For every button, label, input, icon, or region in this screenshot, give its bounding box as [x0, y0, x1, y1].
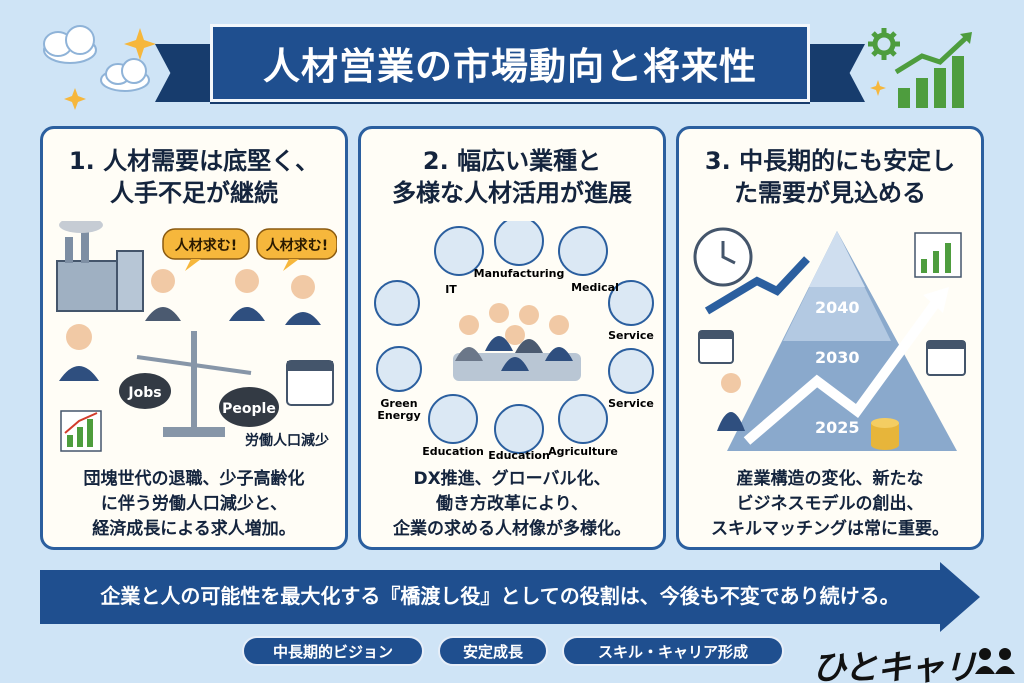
- industry-label: IT: [445, 283, 457, 296]
- speech-bubble-text: 人材求む!: [266, 237, 328, 254]
- agriculture-icon: [558, 394, 608, 444]
- cloud-icon: [100, 58, 150, 92]
- service-icon: [608, 280, 654, 326]
- year-label: 2030: [815, 348, 860, 367]
- card-description: 産業構造の変化、新たな ビジネスモデルの創出、 スキルマッチングは常に重要。: [711, 469, 949, 539]
- medical-icon: [558, 226, 608, 276]
- scale-label-people: People: [222, 401, 276, 417]
- tag-skill-career: スキル・キャリア形成: [562, 636, 784, 666]
- factory-icon: [56, 221, 144, 312]
- card-industry-diversity: 2. 幅広い業種と 多様な人材活用が進展 IT Manufacturing Me…: [358, 126, 666, 550]
- trend-arrow: [704, 256, 810, 315]
- calendar-icon: [286, 360, 334, 406]
- businessperson-icon: [229, 269, 265, 321]
- industry-label: Education: [422, 445, 484, 458]
- education-icon: [428, 394, 478, 444]
- businessperson-icon: [285, 275, 321, 325]
- bar-chart-icon: [914, 232, 962, 278]
- card-labor-demand: 1. 人材需要は底堅く、 人手不足が継続 人材求む! 人材求む!: [40, 126, 348, 550]
- businessperson-icon: [59, 324, 99, 381]
- industry-label: Service: [608, 329, 654, 342]
- wind-turbine-icon: [376, 346, 422, 392]
- tag-long-term-vision: 中長期的ビジョン: [242, 636, 424, 666]
- star-icon: [64, 88, 86, 110]
- year-label: 2025: [815, 418, 860, 437]
- labor-shortage-illustration: 人材求む! 人材求む! Jobs People: [56, 221, 337, 452]
- balance-scale-icon: Jobs People: [119, 331, 279, 437]
- caption-labor-decline: 労働人口減少: [245, 432, 329, 449]
- year-label: 2040: [815, 298, 860, 317]
- coin-stack-icon: [871, 418, 899, 450]
- card-long-term-demand: 3. 中長期的にも安定し た需要が見込める 2040 2030 2025 産業構…: [676, 126, 984, 550]
- title-banner: 人材営業の市場動向と将来性: [210, 24, 810, 102]
- message-arrow-banner: [40, 562, 980, 632]
- star-icon: [124, 28, 156, 60]
- gear-icon: [868, 28, 900, 60]
- calendar-icon: [698, 330, 734, 364]
- brand-logo: ひとキャリ: [812, 648, 977, 683]
- bar-chart-icon: [60, 410, 102, 452]
- industry-label: Medical: [571, 281, 619, 294]
- calendar-icon: [926, 340, 966, 376]
- star-icon: [870, 80, 886, 96]
- pyramid-illustration: 2040 2030 2025: [727, 231, 957, 451]
- growth-arrow: [743, 298, 942, 445]
- speech-bubble: 人材求む!: [256, 228, 337, 271]
- manufacturing-icon: [494, 221, 544, 266]
- growth-chart-icon: [894, 32, 972, 108]
- page-title: 人材営業の市場動向と将来性: [263, 45, 757, 88]
- footer-message: 企業と人の可能性を最大化する『橋渡し役』としての役割は、今後も不変であり続ける。: [100, 584, 900, 608]
- scale-label-jobs: Jobs: [127, 385, 161, 401]
- card-description: DX推進、グローバル化、 働き方改革により、 企業の求める人材像が多様化。: [393, 469, 631, 539]
- industry-label: Education: [488, 449, 550, 461]
- education-icon: [494, 404, 544, 454]
- speech-bubble-text: 人材求む!: [175, 237, 237, 254]
- card-description: 団塊世代の退職、少子高齢化 に伴う労働人口減少と、 経済成長による求人増加。: [83, 469, 305, 539]
- industry-label: Agriculture: [548, 445, 618, 458]
- card-title: 2. 幅広い業種と 多様な人材活用が進展: [392, 147, 632, 207]
- team-illustration: [453, 303, 581, 381]
- industries-illustration: IT Manufacturing Medical Service Service…: [374, 221, 654, 461]
- cloud-icon: [43, 25, 97, 64]
- factory-icon: [374, 280, 420, 326]
- people-icon: [975, 648, 1015, 674]
- industry-label: Service: [608, 397, 654, 410]
- clock-icon: [693, 227, 753, 287]
- businessperson-icon: [145, 269, 181, 321]
- card-title: 1. 人材需要は底堅く、 人手不足が継続: [68, 147, 320, 207]
- future-growth-illustration: 2040 2030 2025: [693, 227, 966, 451]
- businessperson-icon: [717, 373, 745, 431]
- card-title: 3. 中長期的にも安定し た需要が見込める: [704, 147, 956, 207]
- it-icon: [434, 226, 484, 276]
- industry-label: Manufacturing: [474, 267, 565, 280]
- tag-stable-growth: 安定成長: [438, 636, 548, 666]
- service-icon: [608, 348, 654, 394]
- speech-bubble: 人材求む!: [162, 228, 250, 271]
